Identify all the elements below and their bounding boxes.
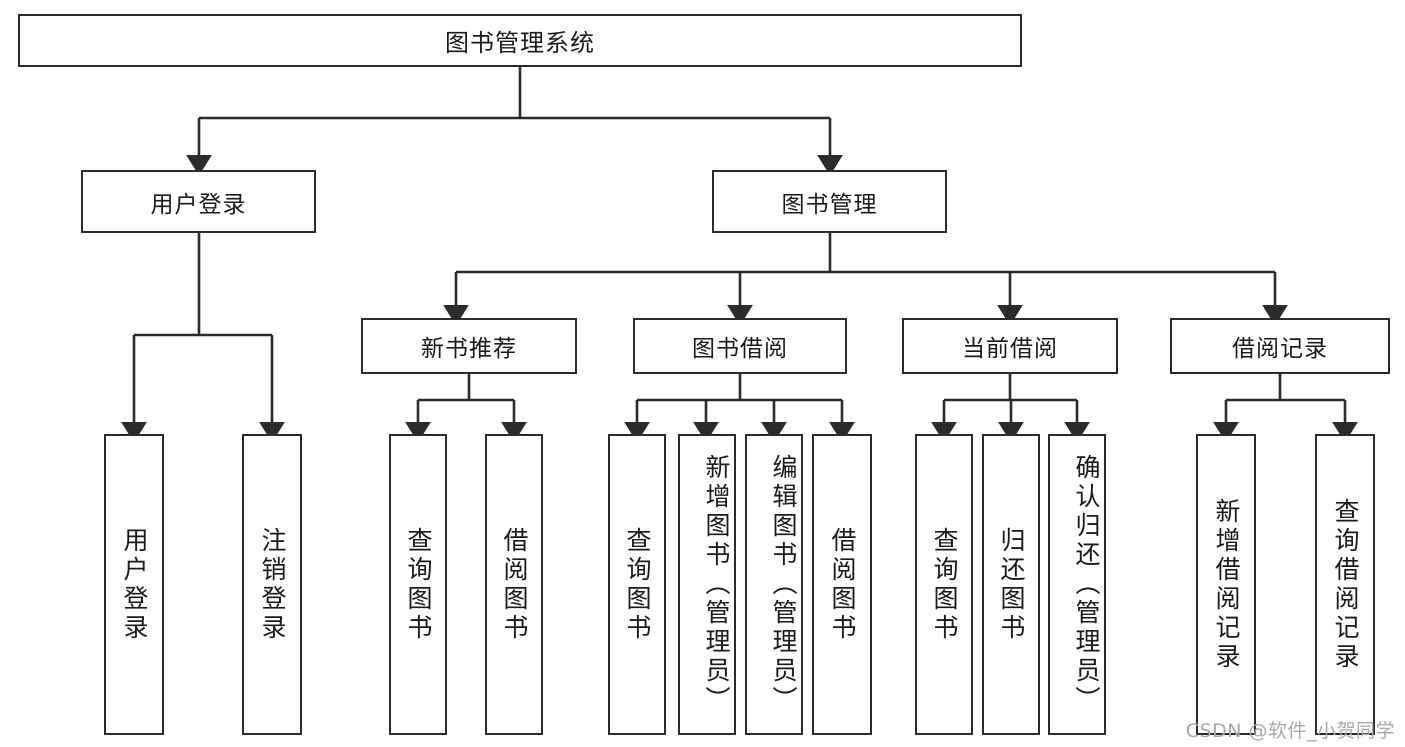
- node-current-borrow[interactable]: 当前借阅: [902, 318, 1118, 374]
- node-leaf-user-login-label: 用户登录: [120, 526, 149, 643]
- node-leaf-confirm-return-label: 确认归还（管理员）: [1072, 454, 1101, 715]
- node-borrow-record[interactable]: 借阅记录: [1170, 318, 1390, 374]
- node-leaf-query-book-3[interactable]: 查询图书: [915, 434, 973, 735]
- node-leaf-borrow-book-2[interactable]: 借阅图书: [812, 434, 872, 735]
- node-leaf-add-record[interactable]: 新增借阅记录: [1196, 434, 1256, 735]
- node-leaf-add-record-label: 新增借阅记录: [1212, 497, 1241, 672]
- node-leaf-borrow-book-1[interactable]: 借阅图书: [485, 434, 543, 735]
- node-leaf-borrow-book-2-label: 借阅图书: [828, 526, 857, 643]
- node-book-management[interactable]: 图书管理: [712, 170, 947, 233]
- node-leaf-logout-label: 注销登录: [258, 526, 287, 643]
- node-leaf-query-book-2[interactable]: 查询图书: [608, 434, 666, 735]
- node-leaf-query-book-1[interactable]: 查询图书: [389, 434, 447, 735]
- csdn-watermark: CSDN @软件_小贺同学: [1185, 720, 1395, 742]
- node-book-borrow[interactable]: 图书借阅: [633, 318, 847, 374]
- node-leaf-query-record[interactable]: 查询借阅记录: [1315, 434, 1375, 735]
- node-leaf-add-book-label: 新增图书（管理员）: [702, 454, 731, 715]
- node-leaf-query-book-3-label: 查询图书: [930, 526, 959, 643]
- node-leaf-borrow-book-1-label: 借阅图书: [500, 526, 529, 643]
- node-leaf-confirm-return[interactable]: 确认归还（管理员）: [1048, 434, 1106, 735]
- node-leaf-user-login[interactable]: 用户登录: [104, 434, 164, 735]
- node-leaf-edit-book[interactable]: 编辑图书（管理员）: [745, 434, 803, 735]
- node-root[interactable]: 图书管理系统: [18, 14, 1022, 67]
- node-leaf-query-record-label: 查询借阅记录: [1331, 497, 1360, 672]
- node-leaf-add-book[interactable]: 新增图书（管理员）: [678, 434, 736, 735]
- node-leaf-logout[interactable]: 注销登录: [242, 434, 302, 735]
- node-new-book-recommend[interactable]: 新书推荐: [361, 318, 577, 374]
- node-leaf-query-book-2-label: 查询图书: [623, 526, 652, 643]
- node-leaf-edit-book-label: 编辑图书（管理员）: [769, 454, 798, 715]
- node-leaf-query-book-1-label: 查询图书: [404, 526, 433, 643]
- node-leaf-return-book[interactable]: 归还图书: [982, 434, 1040, 735]
- node-leaf-return-book-label: 归还图书: [997, 526, 1026, 643]
- node-user-login[interactable]: 用户登录: [81, 170, 316, 233]
